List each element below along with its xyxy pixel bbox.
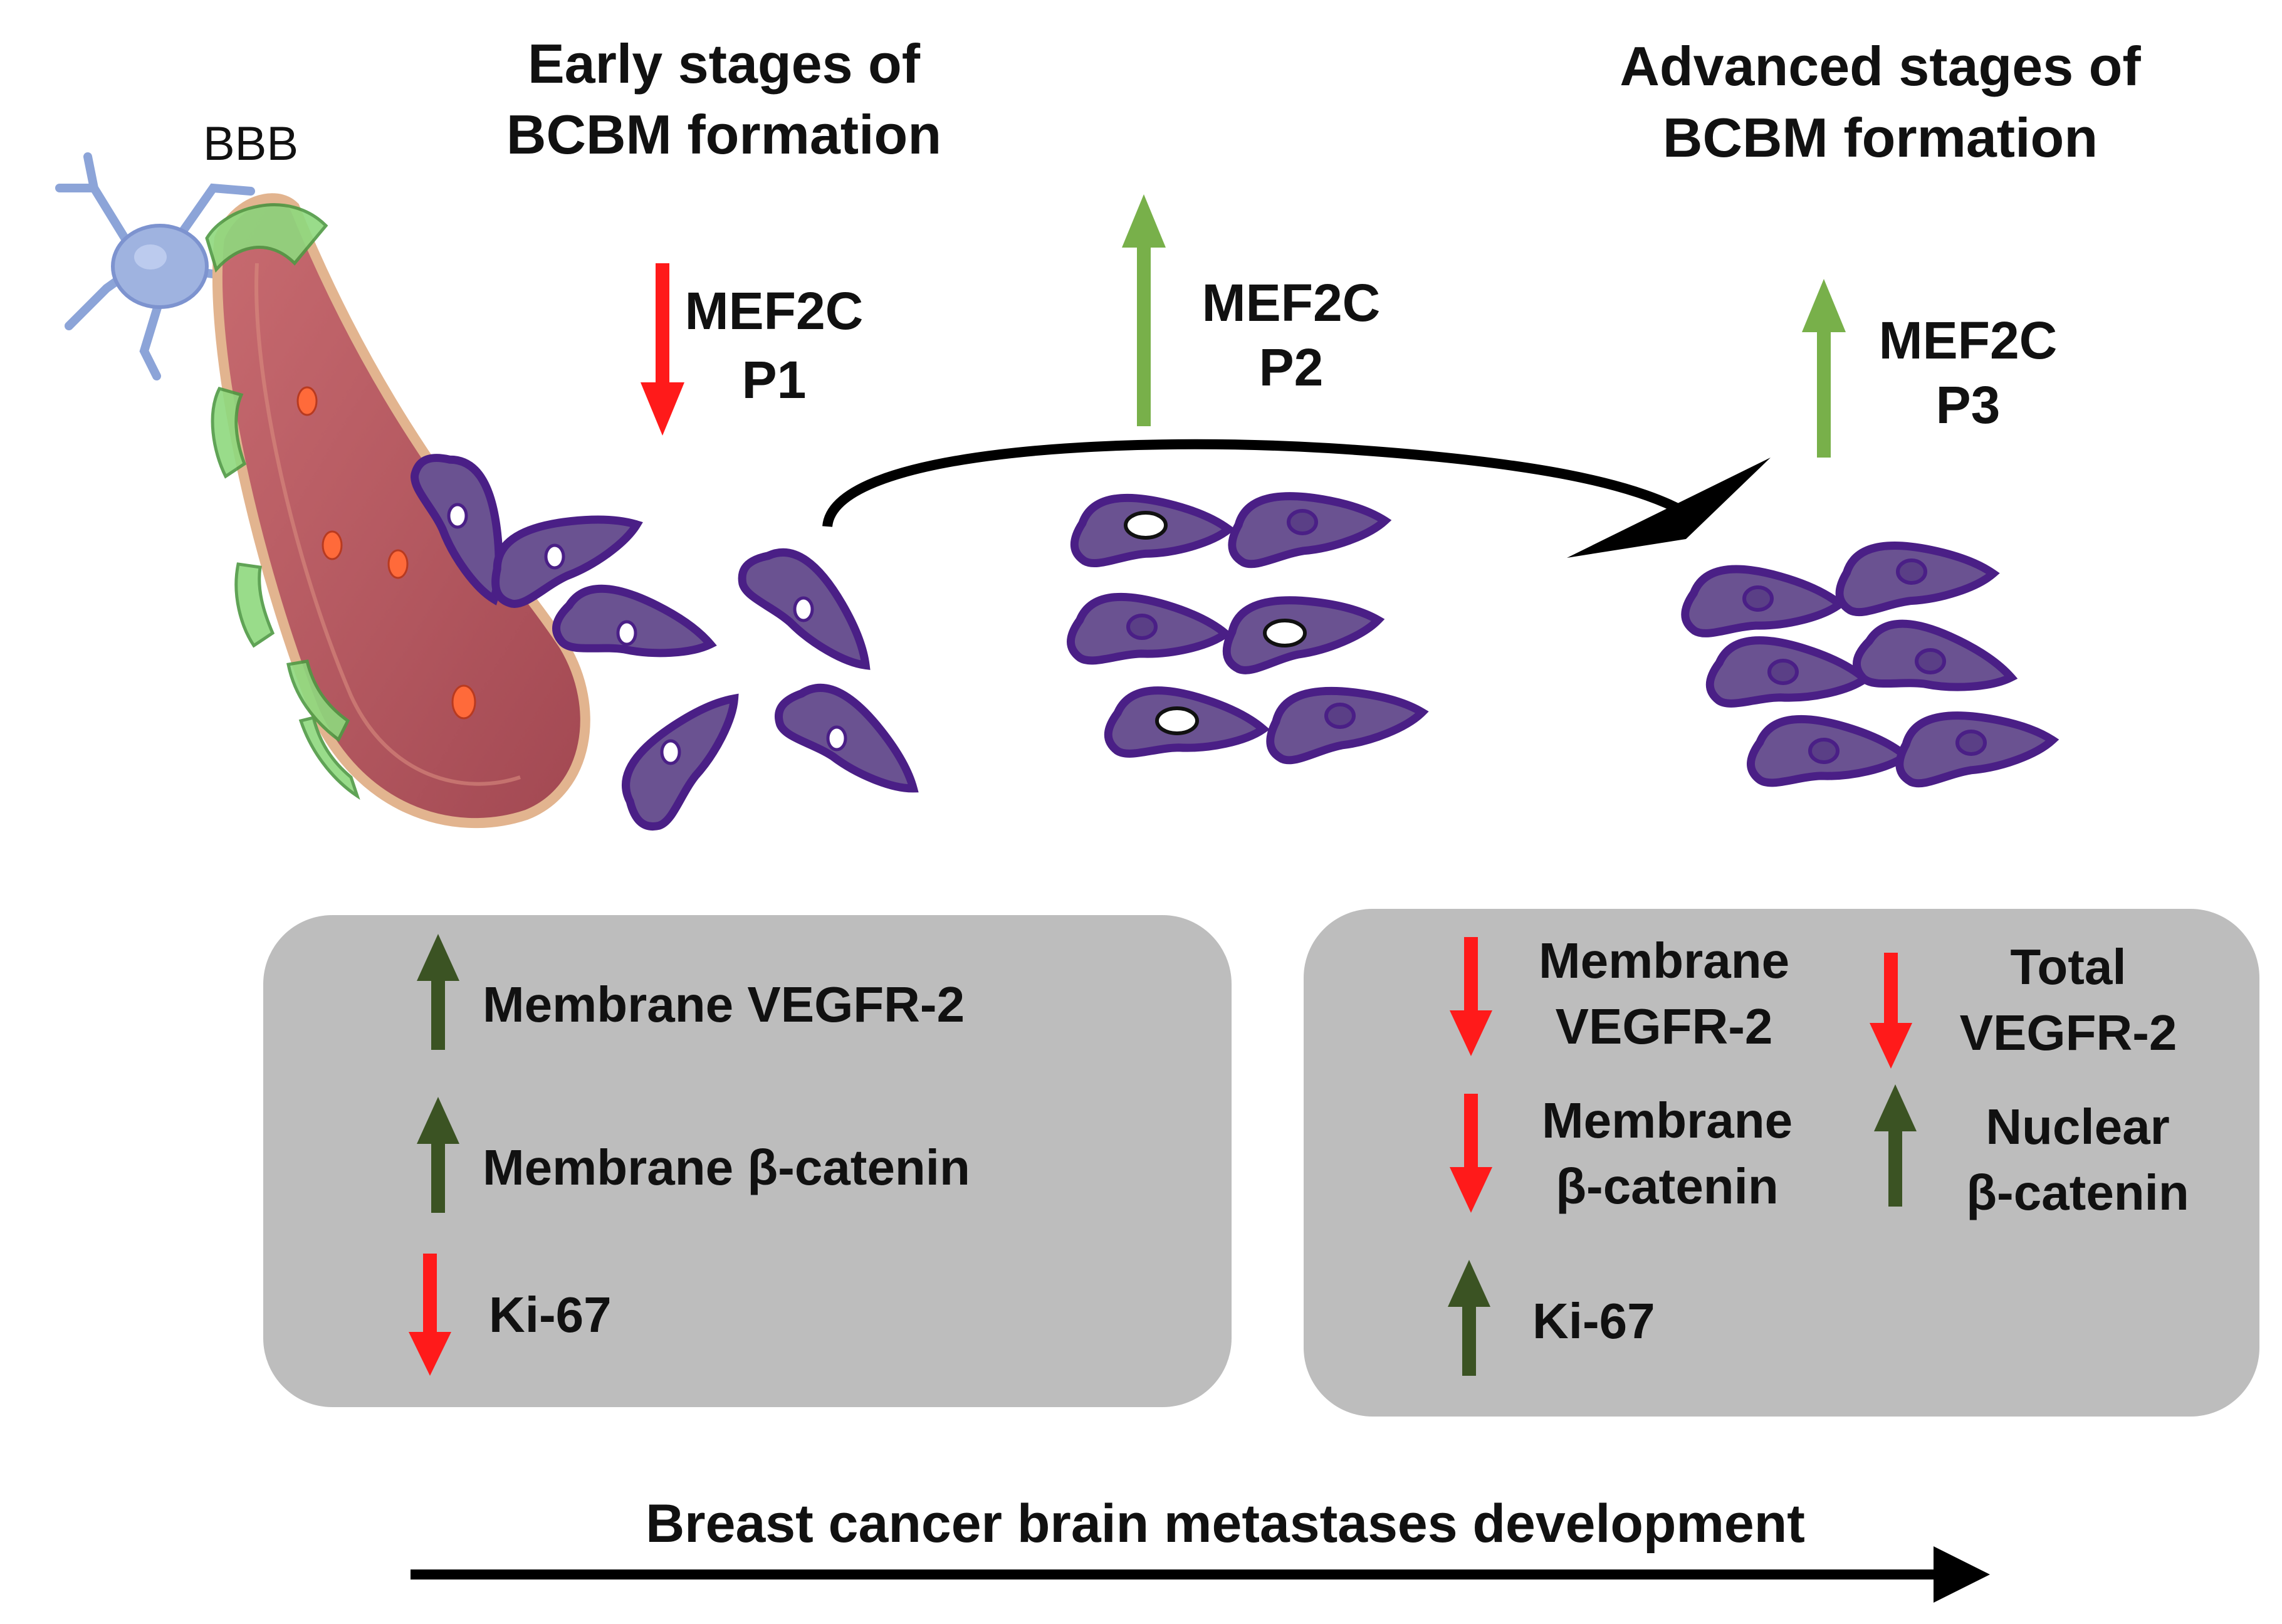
early-marker-ki67: Ki-67 [489, 1287, 612, 1343]
phase-p3-line1: MEF2C [1879, 311, 2058, 370]
early-stage-title-line1: Early stages of [528, 33, 921, 95]
circulating-tumor-cells [296, 386, 476, 720]
advanced-marker-ki67: Ki-67 [1532, 1293, 1655, 1349]
tumor-cell [734, 533, 894, 677]
advanced-marker-membrane-vegfr2-line1: Membrane [1539, 933, 1789, 988]
astrocyte-icon [55, 152, 255, 380]
phase-p3-line2: P3 [1936, 375, 2001, 434]
down-arrow-icon [1450, 1094, 1492, 1213]
up-arrow-icon [417, 1097, 459, 1213]
early-marker-membrane-beta-catenin: Membrane β-catenin [483, 1139, 970, 1195]
up-arrow-icon [1802, 279, 1846, 458]
blood-vessel [205, 193, 590, 829]
early-marker-membrane-vegfr2: Membrane VEGFR-2 [483, 977, 965, 1032]
early-stage-title-line2: BCBM formation [506, 103, 941, 165]
advanced-marker-membrane-beta-catenin-line2: β-catenin [1556, 1158, 1779, 1214]
middle-stage-cells [1067, 476, 1426, 765]
development-axis-arrow [411, 1546, 1990, 1603]
advanced-stage-cells [1681, 528, 2056, 787]
advanced-marker-total-vegfr2-line1: Total [2010, 939, 2126, 995]
phase-p1-line2: P1 [742, 350, 807, 409]
advanced-marker-nuclear-beta-catenin-line1: Nuclear [1986, 1099, 2169, 1155]
advanced-marker-membrane-vegfr2-line2: VEGFR-2 [1556, 998, 1773, 1054]
advanced-markers-box: Membrane VEGFR-2 Total VEGFR-2 Membrane … [1304, 909, 2259, 1417]
advanced-marker-total-vegfr2-line2: VEGFR-2 [1960, 1005, 2177, 1061]
advanced-marker-nuclear-beta-catenin-line2: β-catenin [1966, 1165, 2189, 1220]
advanced-marker-membrane-beta-catenin-line1: Membrane [1542, 1092, 1793, 1148]
advanced-stage-nuclei [1742, 558, 1987, 764]
development-axis-label: Breast cancer brain metastases developme… [646, 1494, 1805, 1554]
bbb-illustration [55, 152, 590, 829]
advanced-stage-title-line2: BCBM formation [1663, 107, 2098, 169]
phase-p2: MEF2C P2 [1122, 194, 1380, 426]
down-arrow-icon [1870, 953, 1912, 1069]
down-arrow-icon [1450, 937, 1492, 1056]
endothelial-cells [205, 203, 360, 800]
progression-curved-arrow [822, 439, 1771, 558]
down-arrow-icon [409, 1254, 451, 1376]
advanced-stage-title-line1: Advanced stages of [1620, 35, 2141, 97]
phase-p1: MEF2C P1 [641, 263, 863, 436]
tumor-cell [772, 671, 936, 802]
phase-p3: MEF2C P3 [1802, 279, 2057, 458]
phase-p1-line1: MEF2C [685, 281, 864, 340]
middle-stage-nuclei [1124, 509, 1356, 735]
phase-p2-line2: P2 [1259, 338, 1324, 397]
bbb-label: BBB [203, 117, 298, 170]
up-arrow-icon [1122, 194, 1166, 426]
early-stage-nuclei [447, 503, 847, 765]
up-arrow-icon [1874, 1084, 1917, 1207]
tumor-cell [555, 585, 714, 659]
up-arrow-icon [1448, 1260, 1490, 1376]
down-arrow-icon [641, 263, 684, 436]
phase-p2-line1: MEF2C [1202, 273, 1381, 332]
early-markers-box: Membrane VEGFR-2 Membrane β-catenin Ki-6… [263, 915, 1232, 1407]
up-arrow-icon [417, 934, 459, 1050]
